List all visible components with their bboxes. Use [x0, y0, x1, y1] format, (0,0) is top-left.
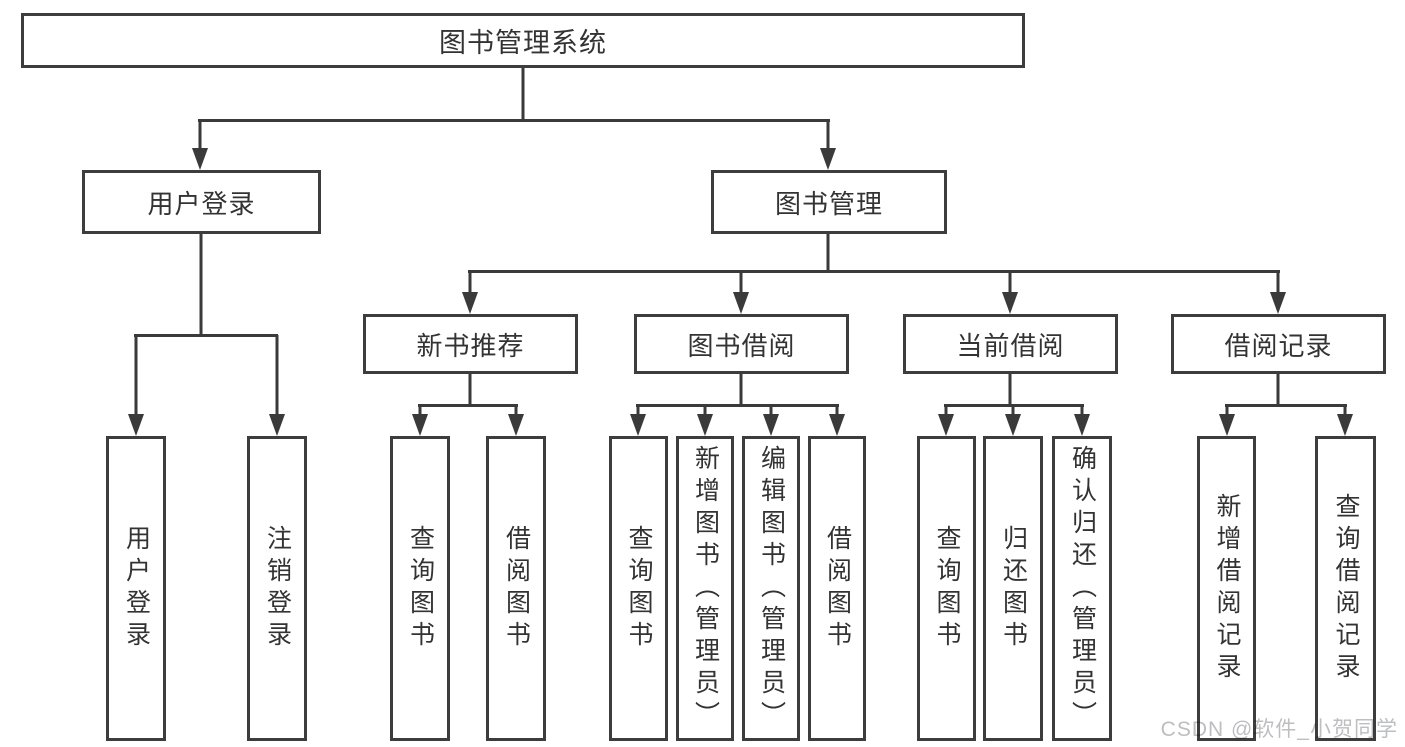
leaf-label: 新增图书（管理员）	[691, 444, 720, 733]
leaf-confirm-return-admin: 确认归还（管理员）	[1052, 436, 1112, 741]
leaf-query-books-recommend: 查询图书	[390, 436, 450, 741]
leaf-add-books-admin: 新增图书（管理员）	[676, 436, 734, 741]
node-user-login: 用户登录	[82, 170, 321, 234]
leaf-label: 借阅图书	[823, 524, 852, 653]
leaf-return-books: 归还图书	[983, 436, 1043, 741]
leaf-label: 借阅图书	[502, 524, 531, 653]
node-borrowing-records: 借阅记录	[1171, 314, 1386, 374]
leaf-label: 确认归还（管理员）	[1068, 444, 1097, 733]
node-book-borrowing: 图书借阅	[634, 314, 849, 374]
csdn-watermark: CSDN @软件_小贺同学	[1160, 718, 1398, 741]
leaf-label: 注销登录	[263, 524, 292, 653]
leaf-query-borrow-record: 查询借阅记录	[1315, 436, 1376, 741]
leaf-edit-books-admin: 编辑图书（管理员）	[742, 436, 800, 741]
node-library-management-system: 图书管理系统	[21, 13, 1025, 68]
leaf-label: 新增借阅记录	[1213, 492, 1241, 685]
leaf-query-books-current: 查询图书	[917, 436, 976, 741]
leaf-borrow-books: 借阅图书	[808, 436, 866, 741]
leaf-label: 查询图书	[406, 524, 435, 653]
node-new-book-recommendation: 新书推荐	[363, 314, 578, 374]
leaf-label: 编辑图书（管理员）	[757, 444, 786, 733]
leaf-label: 查询图书	[625, 524, 653, 653]
leaf-user-login: 用户登录	[106, 436, 166, 741]
leaf-add-borrow-record: 新增借阅记录	[1197, 436, 1256, 741]
leaf-borrow-books-recommend: 借阅图书	[486, 436, 546, 741]
leaf-label: 用户登录	[122, 524, 151, 653]
node-current-borrowing: 当前借阅	[903, 314, 1118, 374]
leaf-label: 查询图书	[933, 524, 961, 653]
node-book-management: 图书管理	[711, 170, 947, 234]
leaf-query-books-borrow: 查询图书	[609, 436, 668, 741]
leaf-label: 归还图书	[999, 524, 1028, 653]
leaf-logout: 注销登录	[247, 436, 307, 741]
leaf-label: 查询借阅记录	[1332, 492, 1360, 685]
arrowhead-icons	[128, 148, 1353, 436]
